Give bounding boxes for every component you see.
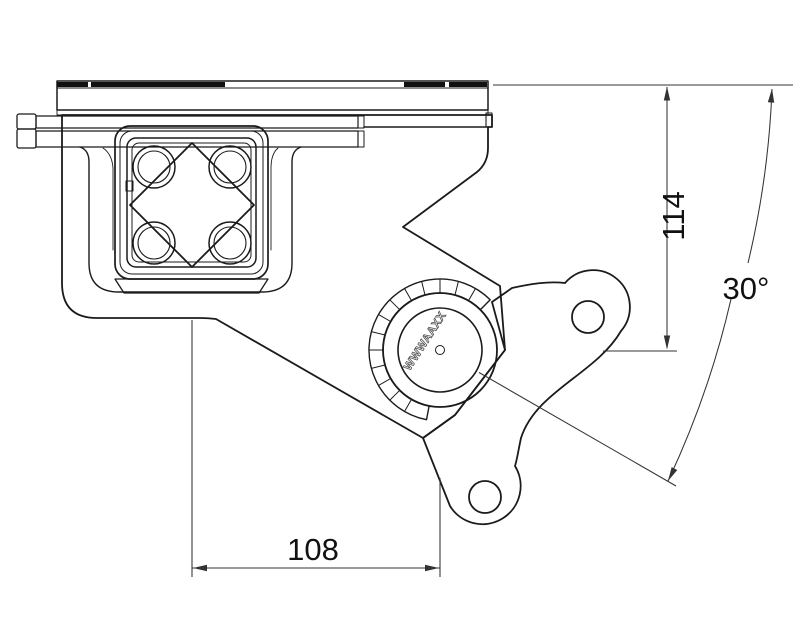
housing-pocket — [79, 146, 302, 293]
arrow-arc-bottom-icon — [668, 467, 678, 481]
upper-strip-end-cap — [357, 115, 365, 129]
roller-top-right-inner — [213, 150, 247, 184]
dimension-vertical-114: 114 — [493, 84, 793, 352]
roller-bottom-left — [132, 221, 176, 265]
pivot-boss: WWWAAXX — [382, 292, 498, 408]
housing-inner-frame-inner-line — [131, 142, 252, 263]
pivot-center-mark — [435, 345, 445, 355]
angle-arc-lower — [667, 298, 732, 482]
square-shaft-diamond — [129, 142, 255, 268]
housing-outer-frame-inner-line — [119, 130, 264, 275]
gusset-plate-outline — [422, 269, 631, 526]
arrow-left-icon — [193, 564, 207, 572]
lower-lug-hole — [468, 480, 502, 514]
bracket-main-body — [61, 114, 506, 439]
housing-notch — [125, 180, 134, 192]
weld-segments — [369, 279, 476, 412]
dim-label-30deg: 30° — [723, 271, 770, 306]
housing-bottom-flange — [114, 278, 269, 294]
gusset-plate — [422, 269, 631, 526]
pocket-left-fillet-line — [102, 147, 114, 251]
dimension-horizontal-108: 108 — [191, 320, 441, 577]
upper-lug-hole — [571, 300, 605, 334]
lower-strip — [35, 130, 359, 148]
roller-elements — [132, 145, 252, 265]
rail-cap-dark-segments — [57, 82, 487, 87]
roller-bottom-right-inner — [213, 226, 247, 260]
housing-inner-frame — [126, 137, 257, 268]
arrow-down-icon — [663, 335, 671, 350]
dim-label-108: 108 — [287, 532, 339, 567]
weld-bead-band — [368, 278, 491, 421]
top-rail — [56, 80, 489, 116]
pocket-wall — [79, 146, 302, 293]
roller-top-left-inner — [137, 150, 171, 184]
lower-strip-end-cap — [357, 130, 365, 148]
dim-label-114: 114 — [656, 191, 691, 240]
roller-bottom-right — [208, 221, 252, 265]
shaft-stamp-text: WWWAAXX — [402, 310, 449, 373]
pocket-right-fillet-line — [270, 147, 279, 251]
body-outline — [61, 114, 506, 439]
dimension-angle-30: 30° — [478, 88, 775, 487]
arrow-arc-top-icon — [767, 88, 775, 103]
roller-bottom-left-inner — [137, 226, 171, 260]
arrow-right-icon — [425, 564, 439, 572]
lower-strip-left-cap — [16, 128, 37, 149]
arrow-up-icon — [663, 86, 671, 101]
roller-top-right — [208, 145, 252, 189]
pivot-shaft-face — [397, 307, 483, 393]
angle-reference-line — [478, 372, 677, 487]
bearing-housing — [114, 125, 269, 294]
angle-arc-upper — [747, 88, 773, 264]
upper-strip-left-cap — [16, 113, 37, 130]
flange-end-cap — [485, 112, 493, 128]
pivot-boss-ring — [382, 292, 498, 408]
roller-top-left — [132, 145, 176, 189]
weld-bead — [368, 278, 491, 421]
housing-outer-frame — [114, 125, 269, 280]
